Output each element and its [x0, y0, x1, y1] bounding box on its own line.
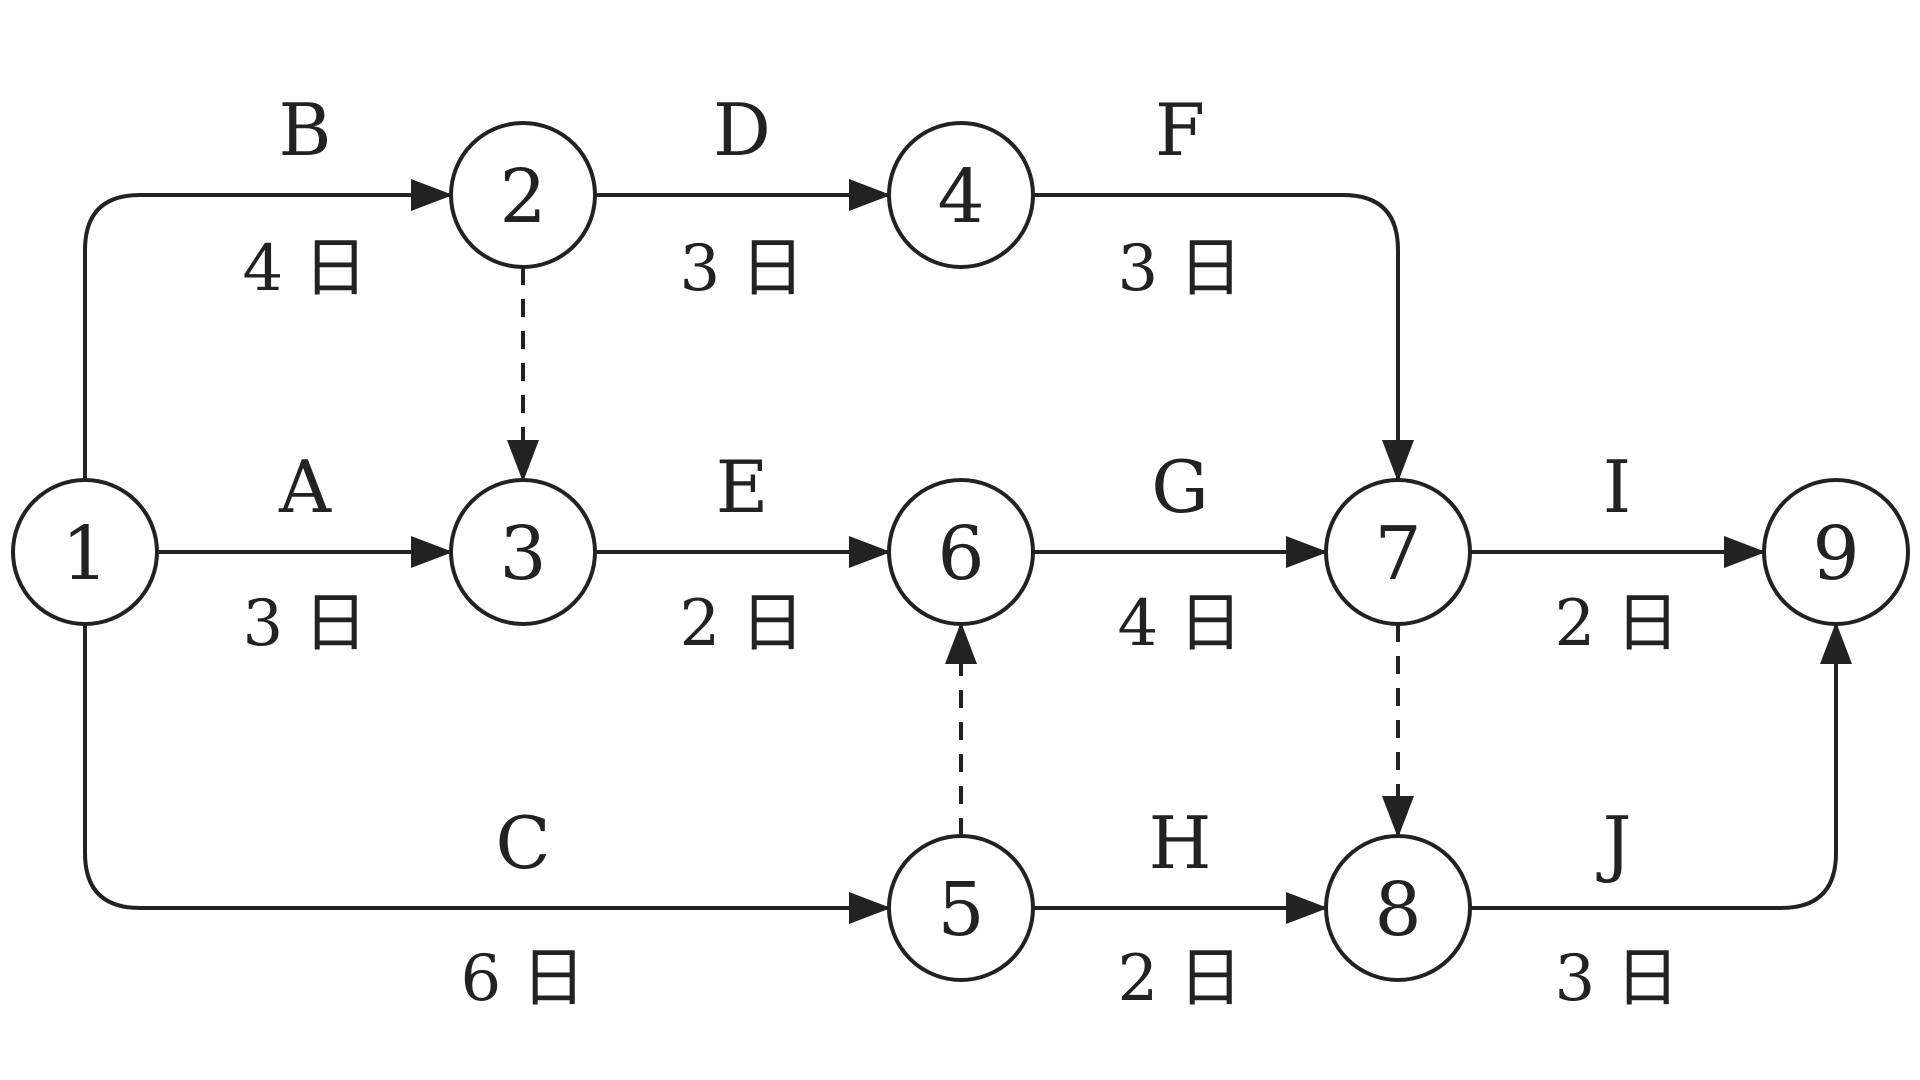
event-node-circle: [11, 478, 159, 626]
event-node-label: 1: [61, 511, 108, 597]
activity-duration-b: 4 日: [242, 232, 367, 306]
activity-name-i: I: [1603, 445, 1631, 529]
event-node-label: 9: [1812, 511, 1859, 597]
activity-name-f: F: [1155, 88, 1205, 172]
activity-arrow-b: [83, 179, 453, 480]
event-node-circle: [1324, 478, 1472, 626]
event-node-7: 7: [1324, 478, 1472, 626]
event-node-1: 1: [11, 478, 159, 626]
activity-name-j: J: [1596, 801, 1632, 885]
activity-name-a: A: [278, 445, 332, 529]
event-node-label: 7: [1374, 511, 1421, 597]
activity-duration-d: 3 日: [679, 232, 804, 306]
activity-name-b: B: [279, 88, 332, 172]
activity-duration-h: 2 日: [1117, 942, 1242, 1016]
edges-layer: [83, 179, 1852, 924]
activity-name-d: D: [713, 88, 771, 172]
activity-name-h: H: [1149, 801, 1212, 885]
event-node-5: 5: [887, 834, 1035, 982]
event-node-label: 5: [937, 867, 984, 953]
activity-duration-c: 6 日: [460, 942, 585, 1016]
nodes-layer: 1 2 3 4 5 6 7 8 9: [11, 121, 1910, 982]
event-node-circle: [449, 121, 597, 269]
event-node-circle: [1762, 478, 1910, 626]
event-node-circle: [887, 121, 1035, 269]
activity-duration-i: 2 日: [1554, 587, 1679, 661]
event-node-label: 6: [937, 511, 984, 597]
event-node-label: 2: [499, 154, 546, 240]
activity-duration-g: 4 日: [1117, 587, 1242, 661]
labels-layer: A 3 日 B 4 日 C 6 日 D 3 日 E 2 日 F 3 日 G 4 日 H 2 日 I 2 日 J 3 日: [242, 88, 1679, 1016]
event-node-3: 3: [449, 478, 597, 626]
event-node-circle: [887, 834, 1035, 982]
event-node-label: 4: [937, 154, 984, 240]
activity-arrow-j: [1470, 622, 1852, 910]
event-node-2: 2: [449, 121, 597, 269]
activity-name-c: C: [495, 801, 550, 885]
activity-arrow-f: [1033, 193, 1414, 482]
event-node-circle: [887, 478, 1035, 626]
activity-duration-a: 3 日: [242, 587, 367, 661]
event-node-label: 8: [1374, 867, 1421, 953]
event-node-label: 3: [499, 511, 546, 597]
activity-arrow-c: [83, 624, 891, 924]
activity-duration-f: 3 日: [1117, 232, 1242, 306]
event-node-6: 6: [887, 478, 1035, 626]
activity-duration-j: 3 日: [1554, 942, 1679, 1016]
event-node-8: 8: [1324, 834, 1472, 982]
event-node-circle: [1324, 834, 1472, 982]
event-node-4: 4: [887, 121, 1035, 269]
event-node-circle: [449, 478, 597, 626]
activity-name-e: E: [716, 445, 769, 529]
event-node-9: 9: [1762, 478, 1910, 626]
activity-duration-e: 2 日: [679, 587, 804, 661]
activity-name-g: G: [1151, 445, 1209, 529]
